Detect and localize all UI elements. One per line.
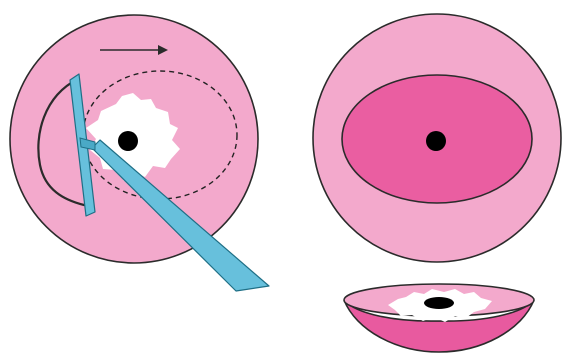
right-pupil-dot <box>426 131 446 151</box>
right-top-view <box>313 14 561 262</box>
bowl-pupil <box>424 297 454 309</box>
pupil-dot <box>118 131 138 151</box>
left-procedure-view <box>10 15 269 291</box>
right-side-section-view <box>344 284 534 352</box>
